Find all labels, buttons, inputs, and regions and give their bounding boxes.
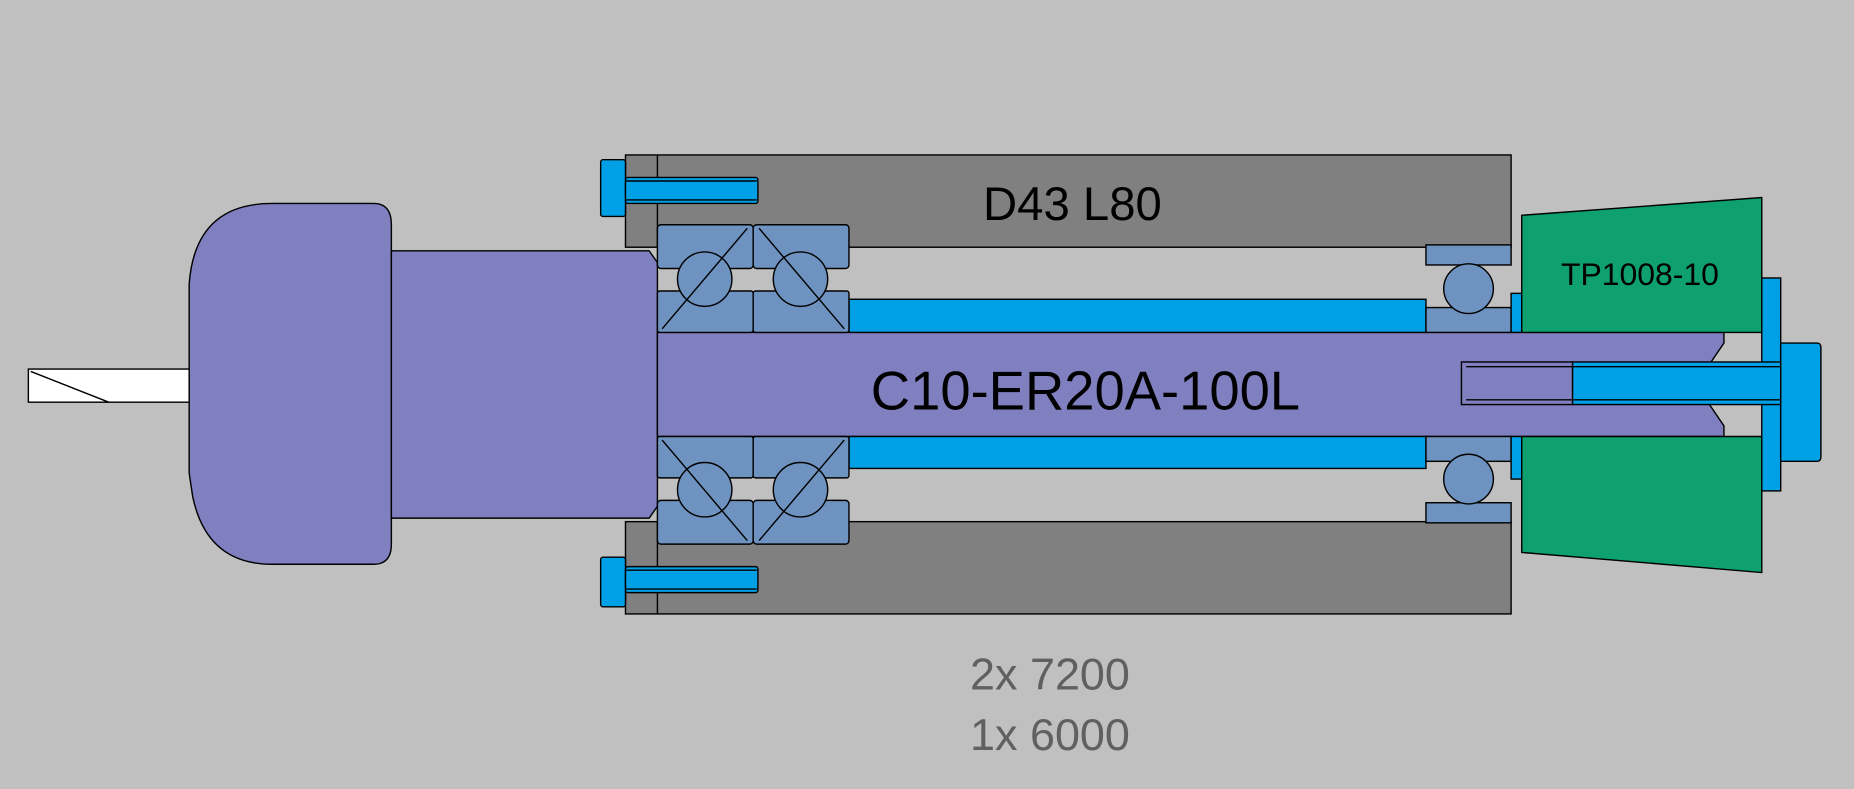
- shaft-label: C10-ER20A-100L: [871, 360, 1300, 421]
- collet-nut: [188, 202, 393, 565]
- bearing-7200-bottom-2: [752, 435, 850, 545]
- spacer-top: [848, 298, 1427, 334]
- drill-bit: [27, 368, 190, 403]
- housing-label: D43 L80: [983, 178, 1162, 231]
- bearing-7200-bottom-1: [656, 435, 754, 545]
- screw-head: [1779, 342, 1822, 463]
- screw-shank: [1460, 361, 1782, 406]
- bearing-7200-top-1: [656, 224, 754, 334]
- bearings-note-line1: 2x 7200: [970, 649, 1130, 700]
- holder-body: [390, 250, 659, 519]
- lock-nut: [1521, 196, 1763, 574]
- bearing-7200-top-2: [752, 224, 850, 334]
- bolt-bottom: [599, 556, 759, 608]
- shim-bottom: [1510, 435, 1523, 480]
- nut-label: TP1008-10: [1561, 256, 1719, 292]
- bearing-6000-top: [1425, 244, 1512, 334]
- bolt-top: [599, 158, 759, 218]
- shim-top: [1510, 292, 1523, 334]
- bearings-note-line2: 1x 6000: [970, 709, 1130, 760]
- spacer-bottom: [848, 435, 1427, 470]
- bearing-6000-bottom: [1425, 435, 1512, 524]
